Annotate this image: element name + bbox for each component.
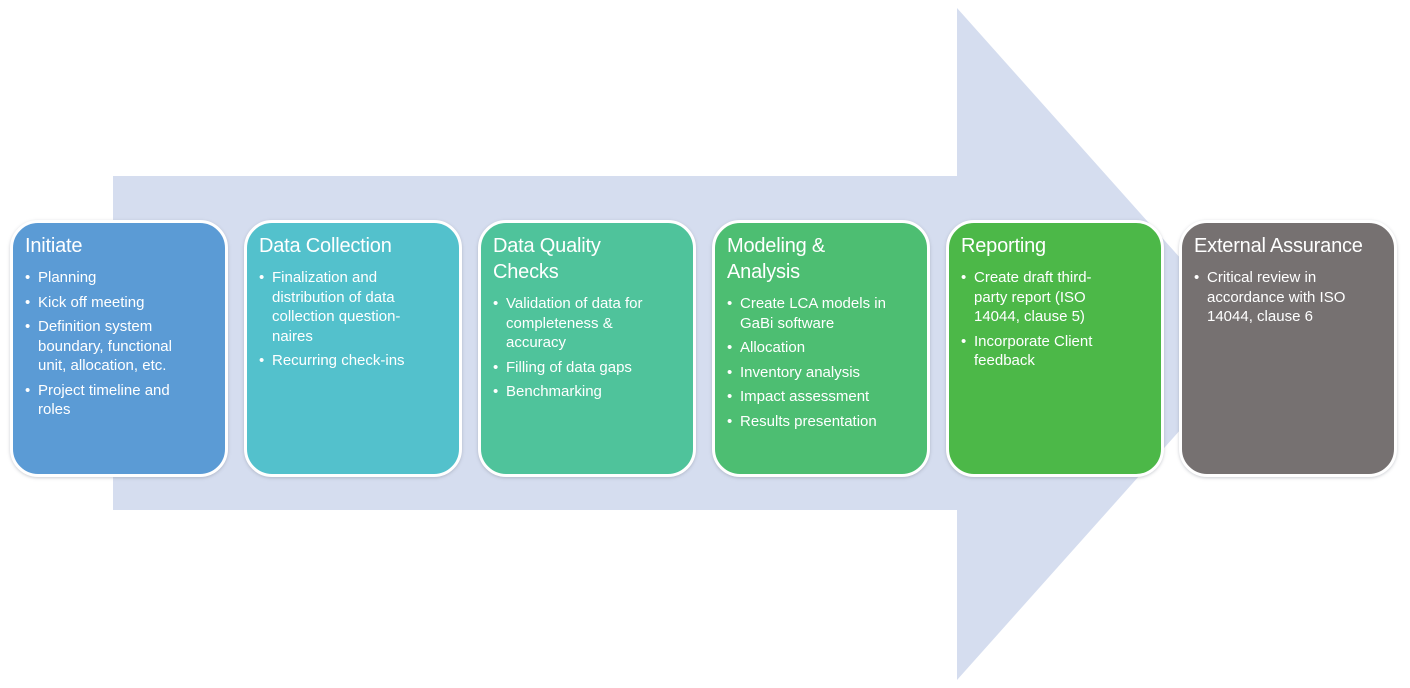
bullet-text: Inventory analysis [740, 363, 861, 381]
bullet-item: • Project timeline and roles [25, 381, 217, 420]
bullet-text: Benchmarking [506, 383, 602, 400]
bullet-item: • Kick off meeting [25, 293, 217, 313]
stage-card-3: Data Quality Checks • Validation of data … [478, 220, 696, 477]
bullet-icon: • [25, 269, 31, 286]
stage-title: Data Quality Checks [493, 235, 601, 283]
bullet-icon: • [727, 339, 733, 356]
bullet-item: • Definition system boundary, functional … [25, 317, 217, 376]
bullet-item: • Filling of data gaps [493, 358, 685, 378]
bullet-item: • Impact assessment [727, 387, 919, 407]
bullet-icon: • [727, 363, 733, 381]
bullet-item: • Allocation [727, 338, 919, 358]
bullet-text: Critical review in accordance with ISO 1… [1207, 269, 1346, 325]
bullet-text: Filling of data gaps [506, 358, 632, 376]
bullet-text: Impact assessment [740, 388, 870, 405]
bullet-item: • Planning [25, 268, 217, 288]
bullet-icon: • [259, 352, 265, 369]
stage-title: Modeling & Analysis [727, 235, 826, 283]
stage-bullet-list: • Create LCA models in GaBi software • Allo… [727, 294, 919, 431]
bullet-item: • Recurring check-ins [259, 351, 451, 371]
bullet-text: Create draft third- party report (ISO 14… [974, 269, 1092, 325]
bullet-text: Project timeline and roles [38, 381, 170, 419]
stage-title: Reporting [961, 235, 1046, 257]
bullet-icon: • [493, 358, 499, 376]
bullet-icon: • [727, 412, 733, 430]
bullet-icon: • [493, 383, 499, 400]
bullet-text: Planning [38, 269, 97, 286]
bullet-item: • Benchmarking [493, 382, 685, 402]
bullet-text: Create LCA models in GaBi software [740, 295, 886, 332]
bullet-item: • Results presentation [727, 412, 919, 432]
bullet-icon: • [727, 295, 733, 312]
bullet-text: Finalization and distribution of data co… [272, 269, 401, 345]
bullet-item: • Finalization and distribution of data c… [259, 268, 451, 346]
bullet-item: • Create LCA models in GaBi software [727, 294, 919, 333]
stage-card-5: Reporting • Create draft third- party rep… [946, 220, 1164, 477]
bullet-icon: • [493, 295, 499, 312]
bullet-item: • Inventory analysis [727, 363, 919, 383]
bullet-text: Allocation [740, 339, 806, 356]
stage-bullet-list: • Finalization and distribution of data c… [259, 268, 451, 371]
bullet-item: • Validation of data for completeness & a… [493, 294, 685, 353]
stage-bullet-list: • Critical review in accordance with ISO … [1194, 268, 1386, 327]
bullet-icon: • [961, 269, 967, 286]
stage-title: External Assurance [1194, 235, 1363, 257]
bullet-text: Recurring check-ins [272, 352, 405, 369]
bullet-icon: • [961, 332, 967, 350]
stage-title: Initiate [25, 235, 83, 257]
bullet-text: Definition system boundary, functional u… [38, 318, 172, 374]
bullet-icon: • [25, 293, 31, 311]
bullet-text: Incorporate Client feedback [974, 332, 1093, 370]
stage-bullet-list: • Create draft third- party report (ISO 1… [961, 268, 1153, 371]
bullet-icon: • [727, 388, 733, 405]
bullet-item: • Create draft third- party report (ISO 1… [961, 268, 1153, 327]
bullet-text: Validation of data for completeness & ac… [506, 295, 643, 351]
bullet-icon: • [25, 318, 31, 335]
bullet-item: • Critical review in accordance with ISO … [1194, 268, 1386, 327]
bullet-text: Kick off meeting [38, 293, 145, 311]
bullet-icon: • [259, 269, 265, 286]
stage-card-6: External Assurance • Critical review in a… [1179, 220, 1397, 477]
stage-card-4: Modeling & Analysis • Create LCA models i… [712, 220, 930, 477]
bullet-item: • Incorporate Client feedback [961, 332, 1153, 371]
bullet-icon: • [25, 381, 31, 399]
stage-bullet-list: • Validation of data for completeness & a… [493, 294, 685, 402]
bullet-text: Results presentation [740, 412, 877, 430]
stage-bullet-list: • Planning • Kick off meeting • Definition sy… [25, 268, 217, 420]
bullet-icon: • [1194, 269, 1200, 286]
stage-title: Data Collection [259, 235, 392, 257]
stage-card-1: Initiate • Planning • Kick off meeting • Defi… [10, 220, 228, 477]
stage-card-2: Data Collection • Finalization and distri… [244, 220, 462, 477]
